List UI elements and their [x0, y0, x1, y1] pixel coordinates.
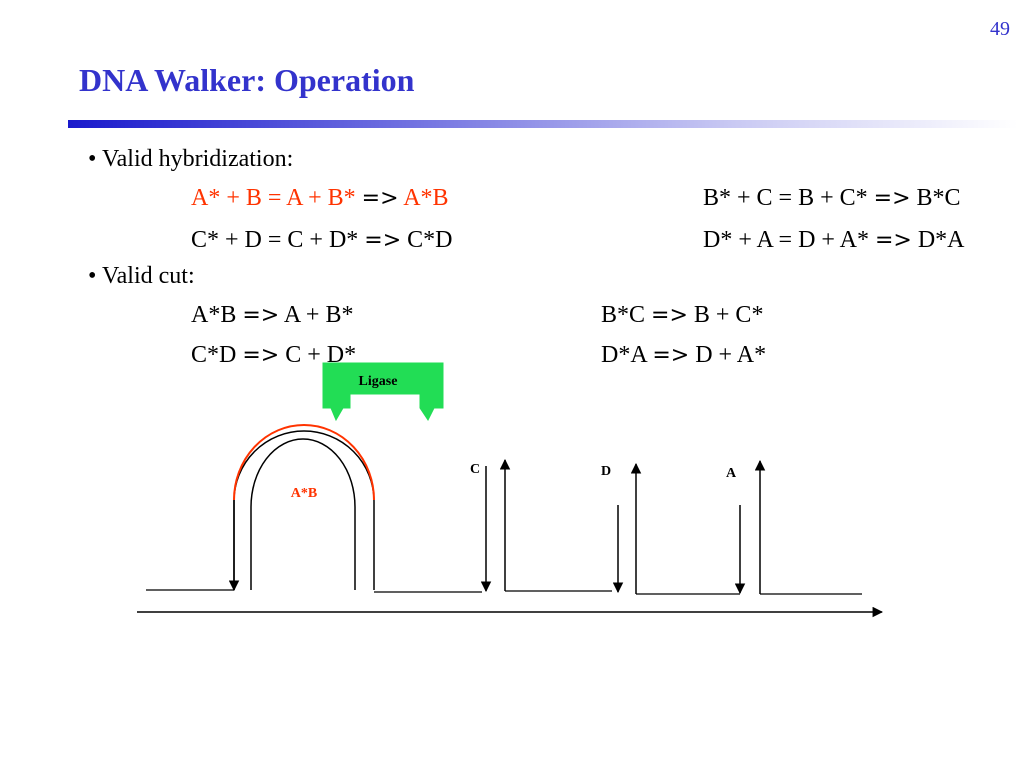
ligase-label: Ligase [359, 374, 398, 389]
cut-eq-4: D*A => D + A* [601, 340, 766, 371]
strand-d: D [601, 462, 740, 595]
ab-complex: A*B [146, 424, 482, 593]
hyb-eq-1-rhs: A*B [403, 185, 449, 211]
hyb-eq-4: D* + A = D + A* => D*A [703, 225, 965, 256]
hyb-eq-1: A* + B = A + B* => A*B [191, 183, 449, 214]
hyb-eq-4-rhs: D*A [917, 227, 965, 253]
implies-arrow: => [361, 186, 399, 211]
hyb-eq-3-lhs: C* + D = C + D* [191, 227, 359, 253]
hyb-eq-1-lhs: A* + B = A + B* [191, 185, 356, 211]
ab-label: A*B [291, 486, 317, 501]
cut-eq-3-lhs: C*D [191, 342, 237, 368]
ligase-shape [322, 362, 444, 422]
implies-arrow: => [874, 228, 912, 253]
cut-eq-2: B*C => B + C* [601, 300, 763, 331]
hyb-eq-3-rhs: C*D [407, 227, 453, 253]
hyb-eq-3: C* + D = C + D* => C*D [191, 225, 453, 256]
cut-eq-1-rhs: A + B* [283, 302, 354, 328]
cut-eq-4-lhs: D*A [601, 342, 647, 368]
cut-eq-1-lhs: A*B [191, 302, 237, 328]
hybridization-bullet: • Valid hybridization: [88, 146, 294, 172]
implies-arrow: => [364, 228, 402, 253]
ligase-callout: Ligase [322, 362, 444, 422]
hyb-eq-2-rhs: B*C [916, 185, 961, 211]
highlight-arc [233, 424, 375, 501]
cut-eq-2-lhs: B*C [601, 302, 646, 328]
inner-strand [250, 438, 356, 590]
cut-eq-4-rhs: D + A* [695, 342, 767, 368]
implies-arrow: => [652, 343, 690, 368]
slide-number: 49 [990, 18, 1010, 40]
hyb-eq-4-lhs: D* + A = D + A* [703, 227, 869, 253]
hyb-eq-2-lhs: B* + C = B + C* [703, 185, 868, 211]
cut-eq-2-rhs: B + C* [693, 302, 764, 328]
cut-eq-1: A*B => A + B* [191, 300, 353, 331]
implies-arrow: => [651, 303, 688, 328]
strand-c: C [470, 458, 612, 593]
hyb-eq-2: B* + C = B + C* => B*C [703, 183, 961, 214]
implies-arrow: => [242, 303, 280, 328]
strand-label-a: A [726, 466, 737, 481]
slide-title: DNA Walker: Operation [79, 62, 415, 98]
strand-a: A [726, 459, 862, 595]
strand-label-c: C [470, 462, 480, 477]
cut-bullet: • Valid cut: [88, 263, 195, 289]
implies-arrow: => [873, 186, 911, 211]
title-underline-bar [68, 120, 1018, 128]
outer-strand [233, 430, 375, 590]
strand-label-d: D [601, 464, 611, 479]
implies-arrow: => [242, 343, 280, 368]
